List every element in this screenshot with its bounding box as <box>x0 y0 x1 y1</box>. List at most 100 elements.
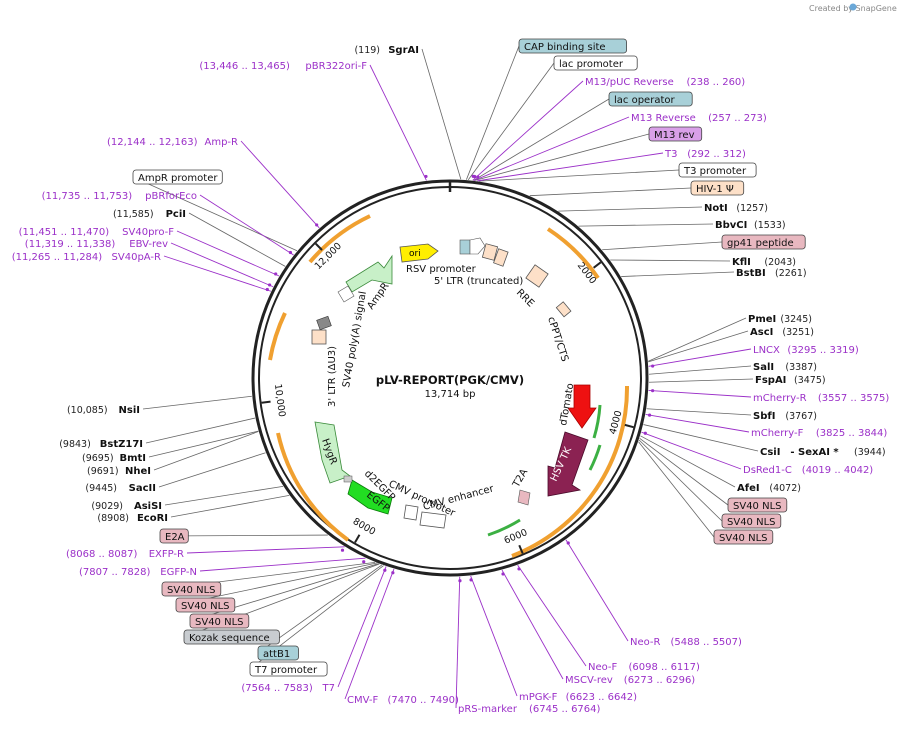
enzyme-name: CsiI <box>760 447 780 458</box>
feature-label-30: Neo-F(6098 .. 6117) <box>588 662 700 673</box>
primer-site-marker <box>651 389 655 393</box>
rre-label: RRE <box>514 287 536 309</box>
ampr-promoter-feature <box>337 285 355 303</box>
feature-box <box>257 645 299 661</box>
primer-leader <box>170 242 274 288</box>
primer-position: (11,451 .. 11,470) <box>19 227 110 238</box>
enzyme-position: (3387) <box>785 362 817 373</box>
feature-label-3: M13/pUC Reverse(238 .. 260) <box>585 77 745 88</box>
ori-label: ori <box>409 249 421 259</box>
leader <box>132 176 298 252</box>
feature-name: lac promoter <box>559 59 624 70</box>
enzyme-position: (9695) <box>82 453 114 464</box>
primer-name: T7 <box>322 683 335 694</box>
primer-site-marker <box>265 287 269 292</box>
primer-site-marker <box>472 174 477 179</box>
enzyme-position: (1533) <box>754 220 786 231</box>
primer-position: (11,265 .. 11,284) <box>12 252 103 263</box>
primer-position: (7470 .. 7490) <box>388 695 460 706</box>
primer-leader-lines <box>163 64 752 709</box>
feature-label-40: SV40 NLS <box>175 597 236 613</box>
tick-mark <box>518 544 524 554</box>
enzyme-position: (8908) <box>97 513 129 524</box>
primer-site-marker <box>517 567 521 571</box>
leader <box>473 98 610 181</box>
feature-box <box>159 528 189 544</box>
feature-box <box>608 91 693 107</box>
feature-box <box>161 581 222 597</box>
leader <box>643 424 759 452</box>
feature-box <box>518 38 627 54</box>
tick-mark <box>354 534 361 544</box>
snapgene-logo-icon <box>849 3 857 11</box>
primer-name: M13 Reverse <box>631 113 696 124</box>
dtomato-feature <box>567 384 597 429</box>
primer-site-marker <box>315 223 319 227</box>
primer-name: mPGK-F <box>519 692 558 703</box>
leader <box>558 206 703 212</box>
primer-name: pBRforEco <box>145 191 197 202</box>
cmv-enhancer-feature <box>419 511 447 529</box>
primer-name: M13/pUC Reverse <box>585 77 674 88</box>
feature-name: SV40 NLS <box>719 533 768 544</box>
feature-label-13: KflI(2043) <box>732 257 796 268</box>
feature-label-16: AscI (3251) <box>750 327 814 338</box>
leader <box>648 330 749 363</box>
enzyme-position: (11,585) <box>113 209 154 220</box>
enzyme-name: BstZ17I <box>100 439 143 450</box>
leader <box>158 452 266 488</box>
feature-label-58: Amp-R(12,144 .. 12,163) <box>107 137 238 148</box>
enzyme-position: (4072) <box>769 483 801 494</box>
rre-feature <box>525 264 549 288</box>
enzyme-name-2: - SexAI * <box>790 447 839 458</box>
feature-label-12: gp41 peptide <box>721 234 806 250</box>
feature-label-26: SV40 NLS <box>727 497 788 513</box>
feature-label-50: BstZ17I(9843) <box>59 439 143 450</box>
leader <box>188 212 286 267</box>
primer-leader <box>517 564 587 667</box>
feature-box <box>721 234 806 250</box>
ampr-feature <box>345 254 393 293</box>
leader <box>164 485 284 506</box>
feature-label-42: EGFP-N(7807 .. 7828) <box>79 567 197 578</box>
enzyme-name: AscI <box>750 327 773 338</box>
enzyme-name: FspAI <box>755 375 786 386</box>
primer-name: MSCV-rev <box>565 675 613 686</box>
primer-position: (7564 .. 7583) <box>241 683 313 694</box>
feature-box <box>132 169 223 185</box>
tick-mark <box>261 400 271 404</box>
leader <box>467 62 555 181</box>
primer-name: LNCX <box>753 345 780 356</box>
inner-features: ori <box>311 237 597 529</box>
primer-leader <box>648 348 752 367</box>
feature-name: AmpR promoter <box>138 173 218 184</box>
primer-leader <box>473 116 630 181</box>
primer-leader <box>470 575 518 697</box>
feature-label-41: SV40 NLS <box>161 581 222 597</box>
primer-site-marker <box>391 571 395 575</box>
feature-box <box>690 180 745 196</box>
primer-position: (7807 .. 7828) <box>79 567 151 578</box>
feature-label-37: attB1 <box>257 645 299 661</box>
leader <box>648 365 752 375</box>
feature-name: HIV-1 Ψ <box>696 184 734 195</box>
primer-leader <box>641 431 742 470</box>
primer-name: EXFP-R <box>149 549 184 560</box>
primer-leader <box>163 255 272 292</box>
enzyme-position: (3251) <box>782 327 814 338</box>
feature-label-5: M13 Reverse(257 .. 273) <box>631 113 767 124</box>
primer-site-marker <box>651 364 655 368</box>
enzyme-name: SgrAI <box>388 45 419 56</box>
hsv-tk-feature <box>547 431 589 497</box>
feature-label-36: T7 promoter <box>249 661 328 677</box>
feature-label-14: BstBI(2261) <box>736 268 807 279</box>
primer-site-marker <box>501 572 505 576</box>
leader <box>639 437 729 506</box>
feature-box <box>553 55 638 71</box>
primer-leader <box>176 230 280 277</box>
primer-leader <box>501 569 564 680</box>
feature-name: CAP binding site <box>524 42 606 53</box>
feature-label-23: CsiI- SexAI *(3944) <box>760 447 886 458</box>
enzyme-name: BbvCI <box>715 220 747 231</box>
feature-label-33: pRS-marker(6745 .. 6764) <box>458 704 601 715</box>
